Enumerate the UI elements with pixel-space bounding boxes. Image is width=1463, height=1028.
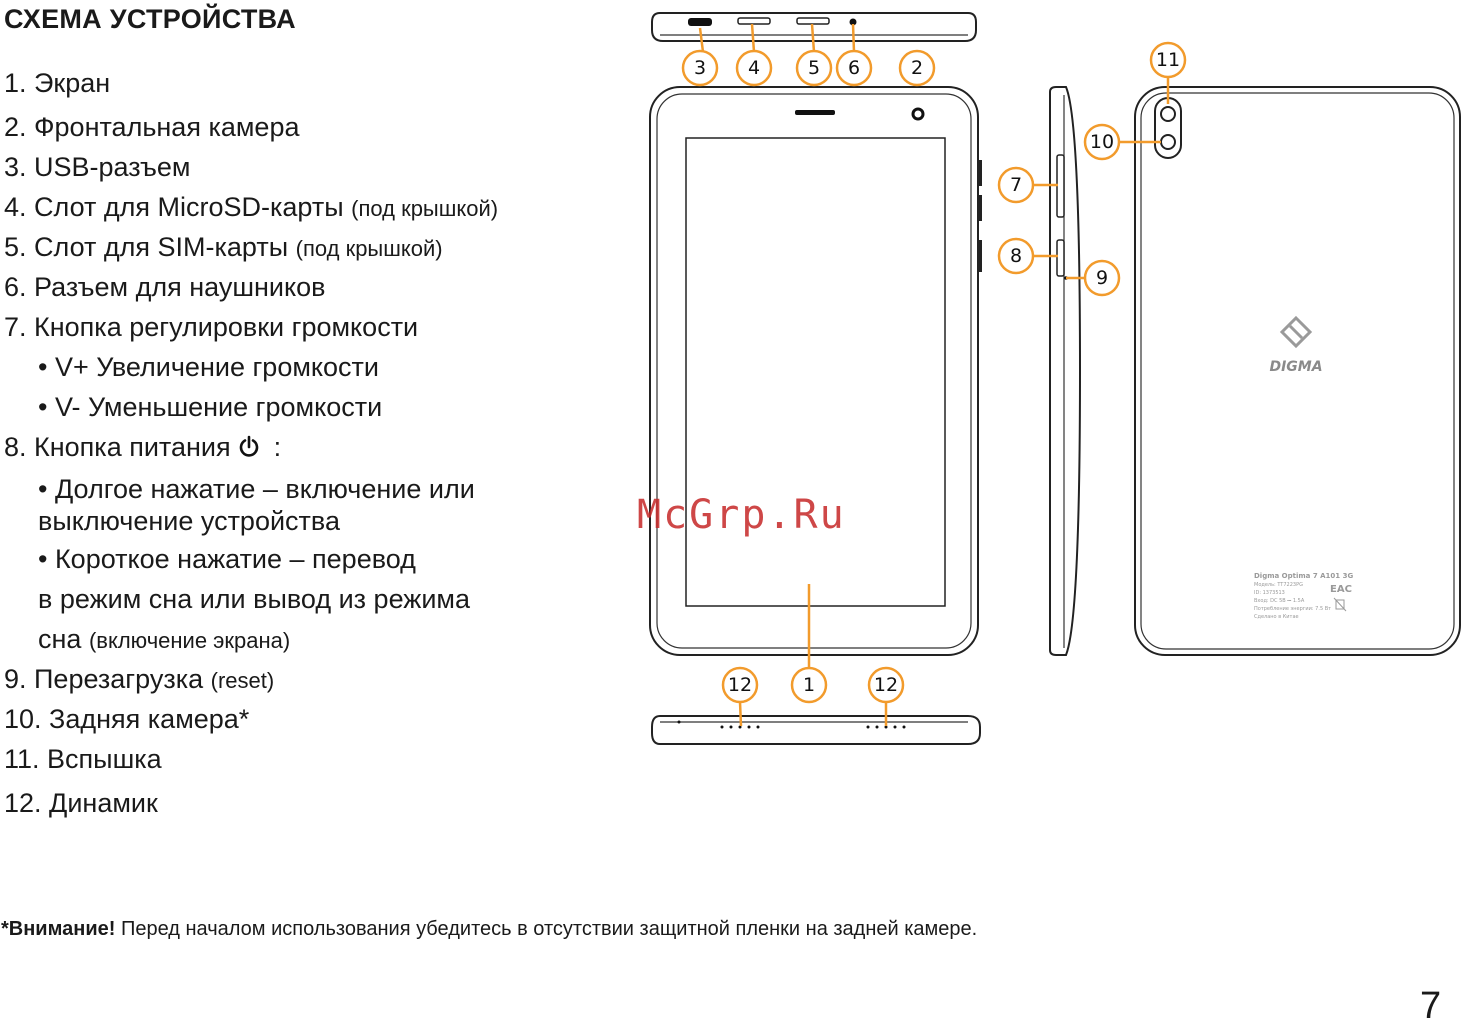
tablet-side [1049, 86, 1082, 656]
back-label-line5: Сделано в Китае [1254, 614, 1299, 620]
legend-item-screen: 1. Экран [4, 68, 111, 98]
back-label-line3: Вход: DC 5В ⎓ 1.5A [1254, 598, 1305, 604]
bin-icon [1333, 597, 1347, 612]
front-camera-icon [911, 107, 925, 121]
eac-mark: EAC [1330, 584, 1352, 595]
callout-12-left: 12 [721, 666, 759, 704]
warning-note-label: *Внимание! [1, 918, 116, 940]
digma-logo-icon [1279, 315, 1313, 349]
callout-7-label: 7 [1010, 174, 1022, 196]
callout-11: 11 [1149, 41, 1187, 79]
volume-rocker-icon [1056, 154, 1065, 218]
legend-item-headphones: 6. Разъем для наушников [4, 272, 326, 302]
legend-item-reset: 9. Перезагрузка (reset) [4, 663, 274, 697]
callout-5: 5 [795, 49, 833, 87]
tablet-front [649, 86, 982, 656]
callout-3-label: 3 [694, 57, 706, 79]
microsd-slot-icon [737, 17, 771, 25]
legend-item-microsd-label: 4. Слот для MicroSD-карты [4, 192, 344, 222]
legend-item-power-short-1: • Короткое нажатие – перевод [38, 544, 416, 574]
legend-item-reset-label: 9. Перезагрузка [4, 664, 204, 694]
legend-item-rear-camera: 10. Задняя камера* [4, 704, 250, 734]
legend-item-power-short-2: в режим сна или вывод из режима [38, 584, 471, 614]
earpiece-icon [795, 110, 835, 115]
callout-9: 9 [1083, 259, 1121, 297]
legend-item-power-long-1: • Долгое нажатие – включение или [38, 474, 475, 504]
watermark: McGrp.Ru [637, 492, 846, 538]
callout-8-label: 8 [1010, 245, 1022, 267]
callout-1: 1 [790, 666, 828, 704]
rear-camera-icon [1160, 134, 1176, 150]
headphone-jack-icon [849, 18, 857, 26]
callout-7: 7 [997, 166, 1035, 204]
callout-4: 4 [735, 49, 773, 87]
callout-5-label: 5 [808, 57, 820, 79]
legend-item-power-label: 8. Кнопка питания [4, 432, 231, 462]
legend-item-microsd-note: (под крышкой) [351, 196, 499, 221]
callout-8: 8 [997, 237, 1035, 275]
usb-port-icon [688, 18, 712, 26]
legend-item-front-camera: 2. Фронтальная камера [4, 112, 300, 142]
microphone-icon [677, 720, 681, 724]
back-label: Digma Optima 7 A101 3G Модель: TT7223PG … [1254, 572, 1353, 620]
callout-10: 10 [1083, 123, 1121, 161]
tablet-bottom-edge [651, 715, 981, 745]
brand-name: DIGMA [1269, 359, 1322, 375]
legend-item-sim-note: (под крышкой) [295, 236, 443, 261]
legend-item-power-short-3: сна (включение экрана) [38, 623, 290, 657]
callout-6-label: 6 [848, 57, 860, 79]
tablet-back: DIGMA Digma Optima 7 A101 3G Модель: TT7… [1134, 86, 1461, 656]
callout-4-label: 4 [748, 57, 760, 79]
callout-12-left-label: 12 [728, 674, 752, 696]
back-label-line4: Потребление энергии: 7.5 Вт [1254, 606, 1331, 612]
page-title: СХЕМА УСТРОЙСТВА [4, 4, 296, 34]
legend-item-flash: 11. Вспышка [4, 744, 162, 774]
legend-item-power-short-3-label: сна [38, 624, 82, 654]
callout-11-label: 11 [1156, 49, 1180, 71]
back-label-line2: ID: 1373513 [1254, 590, 1285, 596]
tablet-top-edge [651, 12, 977, 42]
power-icon [239, 435, 259, 457]
legend-item-microsd: 4. Слот для MicroSD-карты (под крышкой) [4, 191, 498, 225]
callout-12-right-label: 12 [874, 674, 898, 696]
callout-6: 6 [835, 49, 873, 87]
legend-item-sim-label: 5. Слот для SIM-карты [4, 232, 289, 262]
callout-2: 2 [898, 49, 936, 87]
legend-item-power-colon: : [273, 432, 282, 462]
legend-item-power-long-2: выключение устройства [38, 506, 340, 536]
flash-icon [1160, 106, 1176, 122]
callout-12-right: 12 [867, 666, 905, 704]
back-label-model: Digma Optima 7 A101 3G [1254, 572, 1353, 580]
power-button-icon [1056, 239, 1065, 277]
page-number: 7 [1420, 985, 1442, 1027]
speaker-right-icon [866, 725, 906, 729]
callout-9-label: 9 [1096, 267, 1108, 289]
legend-item-volume: 7. Кнопка регулировки громкости [4, 312, 419, 342]
callout-leaders [698, 23, 1170, 727]
legend-item-reset-note: (reset) [210, 668, 275, 693]
callout-10-label: 10 [1090, 131, 1114, 153]
legend-item-volume-down: • V- Уменьшение громкости [38, 392, 383, 422]
legend-item-power: 8. Кнопка питания : [4, 431, 281, 463]
back-label-line1: Модель: TT7223PG [1254, 582, 1303, 588]
legend-item-volume-up: • V+ Увеличение громкости [38, 352, 379, 382]
callout-1-label: 1 [803, 674, 815, 696]
warning-note-text: Перед началом использования убедитесь в … [120, 918, 978, 940]
warning-note: *Внимание! Перед началом использования у… [1, 918, 977, 941]
legend-item-power-short-3-note: (включение экрана) [88, 628, 291, 653]
callout-2-label: 2 [911, 57, 923, 79]
callout-3: 3 [681, 49, 719, 87]
legend-item-sim: 5. Слот для SIM-карты (под крышкой) [4, 231, 443, 265]
legend-item-usb: 3. USB-разъем [4, 152, 191, 182]
speaker-left-icon [720, 725, 760, 729]
legend-item-speaker: 12. Динамик [4, 788, 158, 818]
